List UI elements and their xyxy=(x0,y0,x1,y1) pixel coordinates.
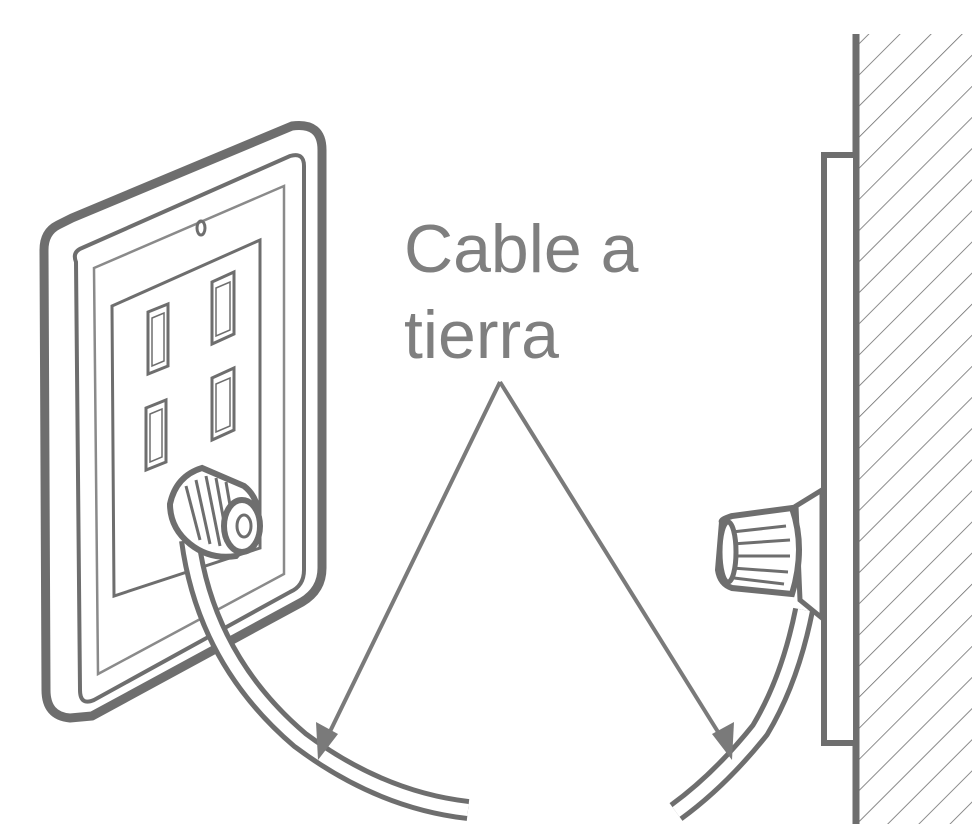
outlet-screw xyxy=(195,219,207,237)
arrowhead-left xyxy=(316,722,338,760)
coaxial-connector-icon xyxy=(166,464,263,560)
arrowheads xyxy=(316,722,734,760)
arrow-left-line xyxy=(320,381,502,749)
outlet-slots xyxy=(144,269,236,473)
callout-arrows xyxy=(320,380,730,750)
callout-label-line1: Cable a xyxy=(404,211,639,287)
right-cable xyxy=(669,607,815,821)
outlet-plate-bevel xyxy=(92,184,286,677)
callout-label-line2: tierra xyxy=(404,297,559,373)
left-cable xyxy=(179,538,470,821)
wall-plate xyxy=(821,152,859,746)
hatched-wall-icon xyxy=(821,34,972,824)
arrow-right-line xyxy=(498,380,730,750)
wall-connector-icon xyxy=(714,485,825,624)
outlet-plate-inner xyxy=(72,153,306,704)
wall-outlet-icon xyxy=(39,121,327,723)
arrowhead-right xyxy=(712,722,734,760)
